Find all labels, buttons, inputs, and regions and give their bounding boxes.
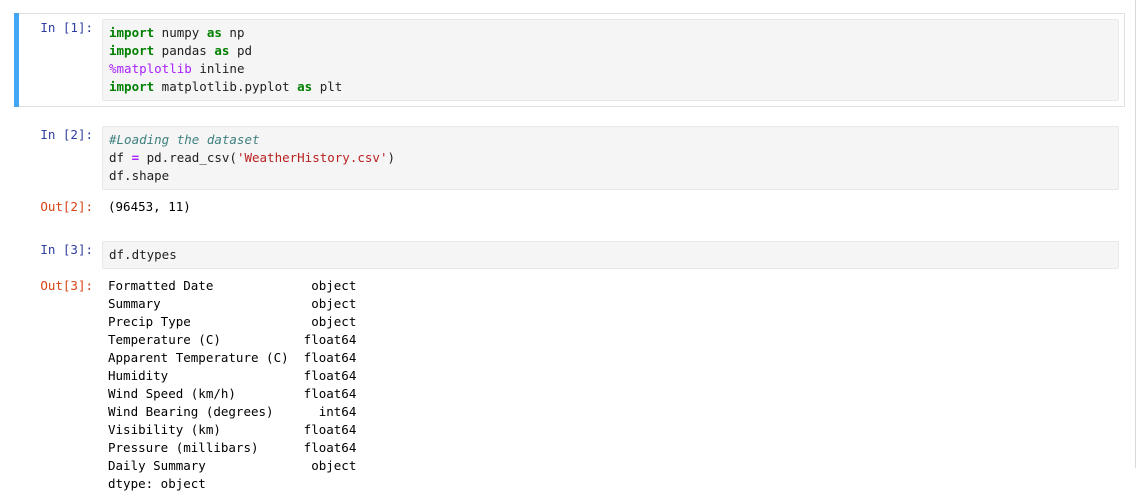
cell-input-row: In [2]: #Loading the dataset df = pd.rea… — [15, 126, 1119, 190]
output-area-2: (96453, 11) — [102, 198, 1119, 216]
in-prompt-2: In [2]: — [40, 127, 93, 142]
output-area-3: Formatted Date object Summary object Pre… — [102, 277, 1119, 493]
output-text-2: (96453, 11) — [108, 199, 191, 214]
page-edge-divider — [1135, 0, 1136, 468]
code-content-3: df.dtypes — [109, 247, 177, 262]
code-content-2: #Loading the dataset df = pd.read_csv('W… — [109, 132, 395, 183]
in-prompt-1: In [1]: — [40, 20, 93, 35]
code-editor-1[interactable]: import numpy as np import pandas as pd %… — [102, 19, 1119, 101]
in-prompt-3: In [3]: — [40, 242, 93, 257]
code-editor-3[interactable]: df.dtypes — [102, 241, 1119, 269]
cell-input-row: In [3]: df.dtypes — [15, 241, 1119, 269]
code-editor-2[interactable]: #Loading the dataset df = pd.read_csv('W… — [102, 126, 1119, 190]
notebook-cell-1[interactable]: In [1]: import numpy as np import pandas… — [14, 13, 1125, 107]
cell-output-row: Out[2]: (96453, 11) — [15, 198, 1119, 216]
cell-input-row: In [1]: import numpy as np import pandas… — [15, 19, 1119, 101]
cell-output-row: Out[3]: Formatted Date object Summary ob… — [15, 277, 1119, 493]
notebook-cell-3[interactable]: In [3]: df.dtypes Out[3]: Formatted Date… — [14, 235, 1125, 499]
out-prompt-2: Out[2]: — [40, 199, 93, 214]
dtypes-table: Formatted Date object Summary object Pre… — [108, 278, 357, 491]
notebook-cell-2[interactable]: In [2]: #Loading the dataset df = pd.rea… — [14, 120, 1125, 222]
cell-selected-indicator — [14, 13, 19, 107]
code-content-1: import numpy as np import pandas as pd %… — [109, 25, 343, 94]
out-prompt-3: Out[3]: — [40, 278, 93, 293]
